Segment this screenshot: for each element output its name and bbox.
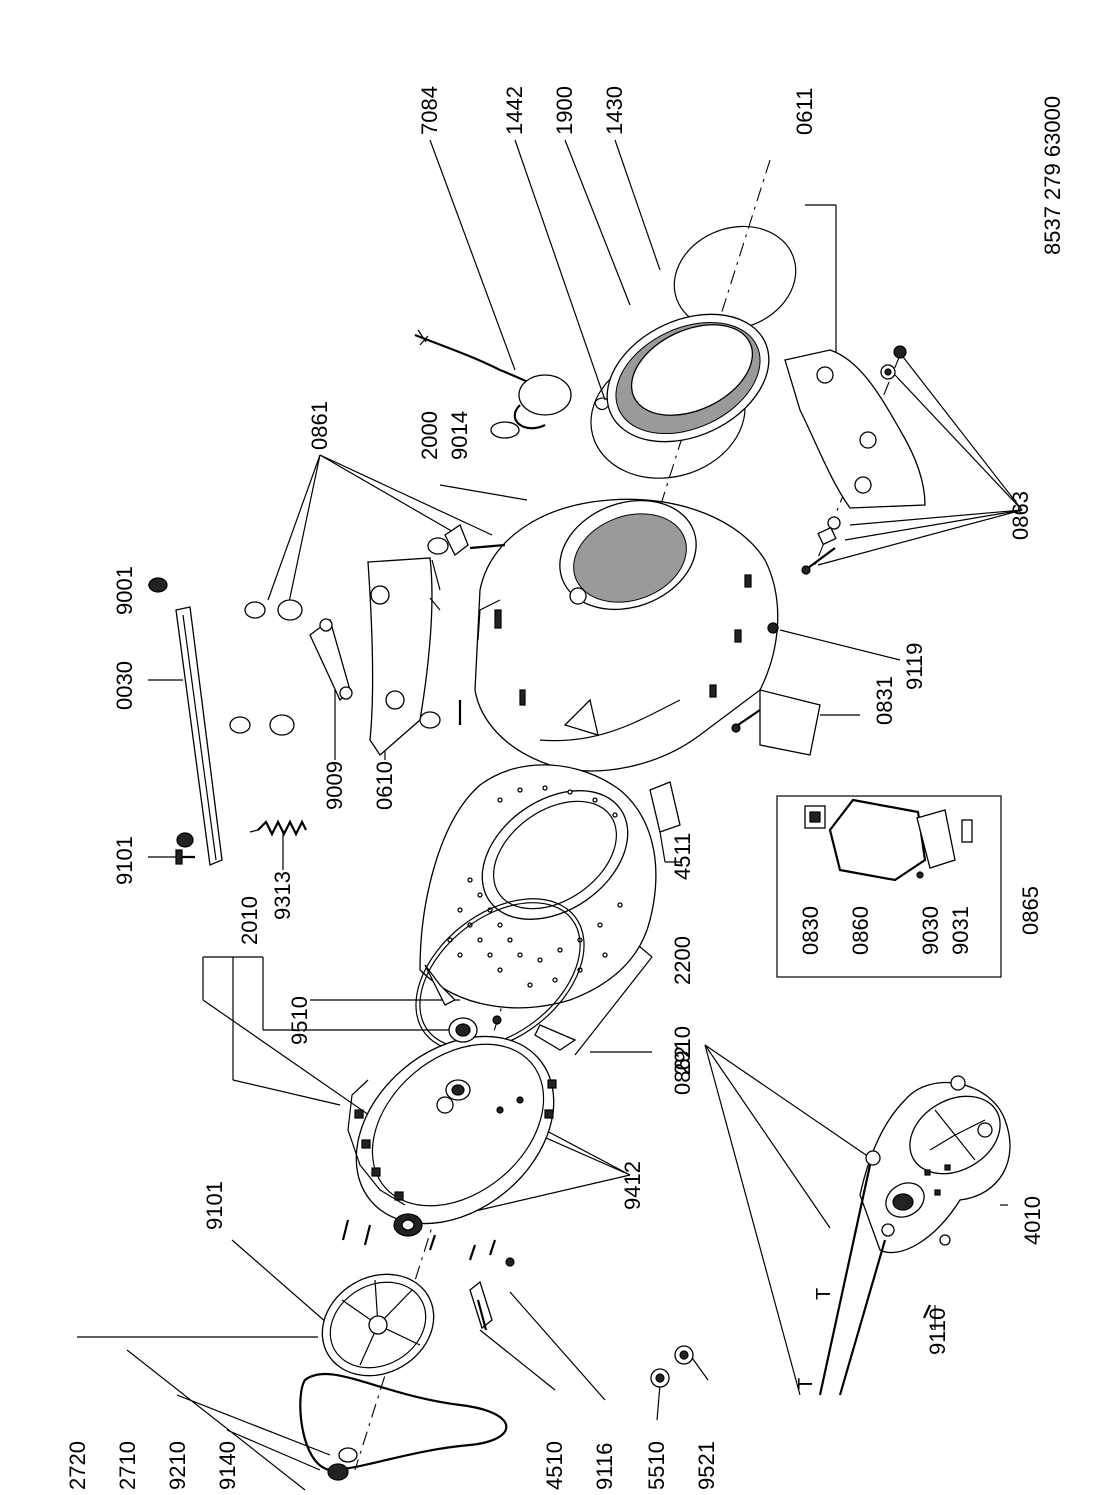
label-1442: 1442 — [502, 86, 527, 135]
tub-front-part — [474, 498, 779, 772]
bracket-0831 — [731, 622, 821, 756]
torque-mark-2: T — [813, 1288, 835, 1300]
counterweight-front-part — [784, 349, 926, 509]
label-9412: 9412 — [620, 1161, 645, 1210]
bracket-4510 — [469, 1280, 493, 1331]
parts — [148, 225, 1011, 1481]
label-0860: 0860 — [848, 906, 873, 955]
label-2710: 2710 — [115, 1441, 140, 1490]
counterweight-top-part — [367, 557, 441, 756]
nuts-5510-9521 — [650, 1345, 694, 1388]
label-2720: 2720 — [65, 1441, 90, 1490]
label-9014: 9014 — [447, 411, 472, 460]
seals-9412 — [393, 1017, 478, 1237]
pulley-2720 — [321, 1273, 435, 1377]
gasket-2910-inner — [419, 902, 581, 1048]
heater-cable-part — [414, 329, 572, 439]
ring-1430 — [673, 225, 797, 331]
label-0830: 0830 — [798, 906, 823, 955]
torque-mark-1: T — [795, 1378, 817, 1390]
label-4511: 4511 — [670, 833, 695, 880]
label-0611: 0611 — [792, 88, 817, 135]
label-0862: 0862 — [670, 1046, 695, 1095]
label-9119: 9119 — [902, 643, 927, 690]
leader-lines — [77, 139, 1023, 1491]
bolts-0862 — [818, 1150, 895, 1396]
flap-4511 — [649, 781, 681, 833]
gasket-2910 — [415, 898, 585, 1052]
drum-perforation — [447, 785, 623, 988]
nut-washer — [327, 1447, 358, 1481]
label-9009: 9009 — [322, 761, 347, 810]
label-9101-mid: 9101 — [202, 1181, 227, 1230]
label-0610: 0610 — [372, 761, 397, 810]
label-2000: 2000 — [417, 411, 442, 460]
label-9116: 9116 — [592, 1443, 617, 1490]
motor-4010 — [859, 1075, 1011, 1319]
door-seal-part — [606, 313, 770, 443]
label-1430: 1430 — [602, 86, 627, 135]
label-9101-top: 9101 — [112, 836, 137, 885]
label-2010: 2010 — [237, 896, 262, 945]
label-0030: 0030 — [112, 661, 137, 710]
spring-9313 — [249, 819, 307, 837]
label-9140: 9140 — [215, 1441, 240, 1490]
label-9510: 9510 — [287, 996, 312, 1045]
label-5510: 5510 — [644, 1441, 669, 1490]
drum-2200 — [419, 764, 657, 1051]
rail-0030 — [148, 577, 223, 866]
fasteners-0861 — [229, 524, 506, 736]
label-1900: 1900 — [552, 86, 577, 135]
label-9110: 9110 — [925, 1308, 950, 1355]
label-drawing-number: 8537 279 63000 — [1040, 96, 1065, 255]
label-2200: 2200 — [670, 936, 695, 985]
label-0865: 0865 — [1018, 886, 1043, 935]
belt-2710 — [299, 1372, 508, 1472]
label-0863: 0863 — [1008, 491, 1033, 540]
kit-box-0865 — [776, 795, 1002, 978]
label-2910: 2910 — [670, 1026, 695, 1075]
label-9001: 9001 — [112, 566, 137, 615]
hardware-0863 — [801, 345, 907, 575]
lever-9009 — [309, 618, 353, 702]
label-7084: 7084 — [417, 86, 442, 135]
label-9313: 9313 — [270, 871, 295, 920]
label-0831: 0831 — [872, 676, 897, 725]
label-9030: 9030 — [918, 906, 943, 955]
label-9031: 9031 — [948, 906, 973, 955]
label-9521: 9521 — [694, 1441, 719, 1490]
label-0861: 0861 — [307, 401, 332, 450]
label-9210: 9210 — [165, 1441, 190, 1490]
label-4510: 4510 — [542, 1441, 567, 1490]
labels: 7084 1442 1900 1430 0611 8537 279 63000 … — [65, 86, 1065, 1490]
label-4010: 4010 — [1020, 1196, 1045, 1245]
